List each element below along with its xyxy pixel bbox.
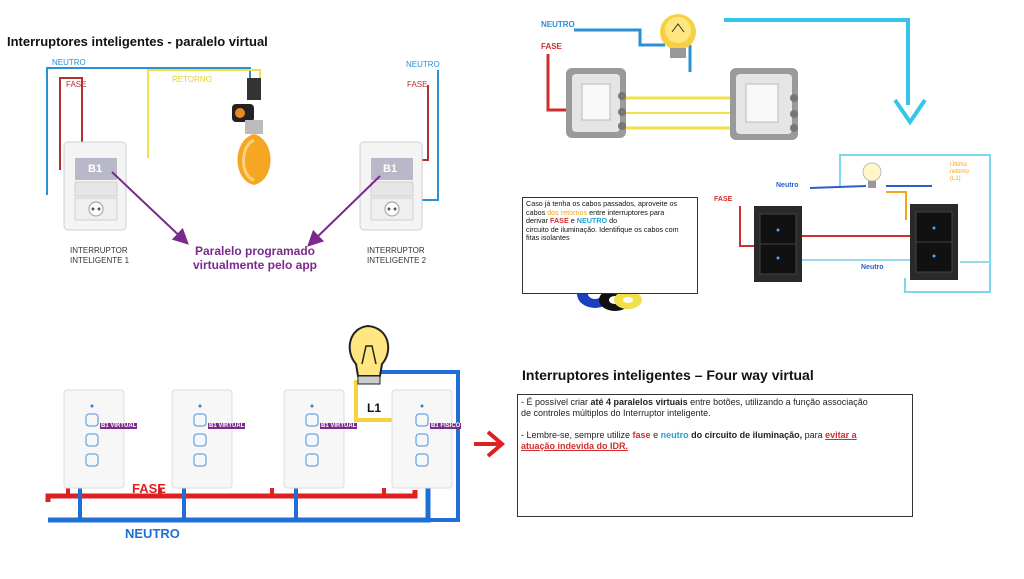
neutro-bus-top bbox=[376, 370, 460, 522]
fase-wire-lower bbox=[739, 206, 758, 247]
fase-label-left: FASE bbox=[66, 80, 87, 89]
light-bulb-icon-large bbox=[348, 324, 390, 385]
touch-switch-2 bbox=[171, 389, 233, 489]
neutro-wire-top bbox=[574, 28, 665, 47]
ultimo-retorno-label: Último retorno (L1) bbox=[950, 162, 970, 182]
touch-switch-3 bbox=[283, 389, 345, 489]
neutro-label-lower: Neutro bbox=[776, 182, 799, 189]
neutro-bus bbox=[48, 484, 431, 523]
neutro-label-right: NEUTRO bbox=[406, 60, 440, 69]
virtual-tag-3: B1 VIRTUAL bbox=[320, 423, 358, 429]
info-box: Caso já tenha os cabos passados, aprovei… bbox=[522, 197, 698, 294]
retorno-wire bbox=[147, 69, 261, 158]
paralelo-arrow-right bbox=[307, 175, 381, 247]
retorno-label: RETORNO bbox=[172, 75, 212, 84]
switch2-caption: INTERRUPTOR INTELIGENTE 2 bbox=[367, 246, 427, 265]
black-switch-right bbox=[910, 204, 958, 280]
l1-label: L1 bbox=[367, 401, 382, 415]
four-way-title: Interruptores inteligentes – Four way vi… bbox=[522, 367, 814, 383]
fase-bus bbox=[45, 490, 418, 502]
bulb-icon-top bbox=[660, 14, 696, 58]
paralelo-arrow-left bbox=[111, 171, 189, 245]
switch1-button-label: B1 bbox=[88, 163, 103, 175]
switch1-caption: INTERRUPTOR INTELIGENTE 1 bbox=[70, 246, 130, 265]
neutro-label-bottom: Neutro bbox=[861, 264, 884, 271]
neutro-wire-left bbox=[46, 67, 251, 195]
fase-label-top: FASE bbox=[541, 42, 562, 51]
red-arrow-icon bbox=[474, 430, 506, 458]
cyan-arrow bbox=[724, 18, 910, 105]
smart-switch-2 bbox=[359, 141, 423, 231]
paralelo-title: Interruptores inteligentes - paralelo vi… bbox=[7, 34, 268, 49]
fase-label-lower: FASE bbox=[714, 196, 733, 203]
virtual-tag-2: B1 VIRTUAL bbox=[208, 423, 246, 429]
physical-tag-4: B1 FÍSICO bbox=[430, 423, 462, 429]
black-switch-left bbox=[754, 206, 802, 282]
neutro-label-top: NEUTRO bbox=[541, 20, 575, 29]
touch-switch-4 bbox=[391, 389, 453, 489]
virtual-tag-1: B1 VIRTUAL bbox=[100, 423, 138, 429]
fase-bus-label: FASE bbox=[132, 481, 166, 496]
paralelo-virtual-diagram bbox=[46, 67, 439, 247]
fase-wire-left bbox=[59, 77, 83, 170]
fase-label-right: FASE bbox=[407, 80, 428, 89]
paralelo-caption: Paralelo programado virtualmente pelo ap… bbox=[192, 244, 318, 272]
neutro-label-left: NEUTRO bbox=[52, 58, 86, 67]
smart-switch-1 bbox=[63, 141, 127, 231]
touch-switch-1 bbox=[63, 389, 125, 489]
switch-mechanism-right bbox=[730, 68, 798, 140]
bulb-icon-lower bbox=[862, 162, 882, 188]
four-way-box: - É possível criar até 4 paralelos virtu… bbox=[517, 394, 913, 517]
light-bulb-icon bbox=[232, 78, 271, 185]
cyan-outline bbox=[839, 154, 991, 293]
switch2-button-label: B1 bbox=[383, 163, 398, 175]
switch-mechanism-left bbox=[566, 68, 626, 138]
neutro-wire-right bbox=[418, 70, 439, 201]
neutro-bus-label: NEUTRO bbox=[125, 526, 180, 541]
four-way-diagram bbox=[45, 324, 506, 523]
